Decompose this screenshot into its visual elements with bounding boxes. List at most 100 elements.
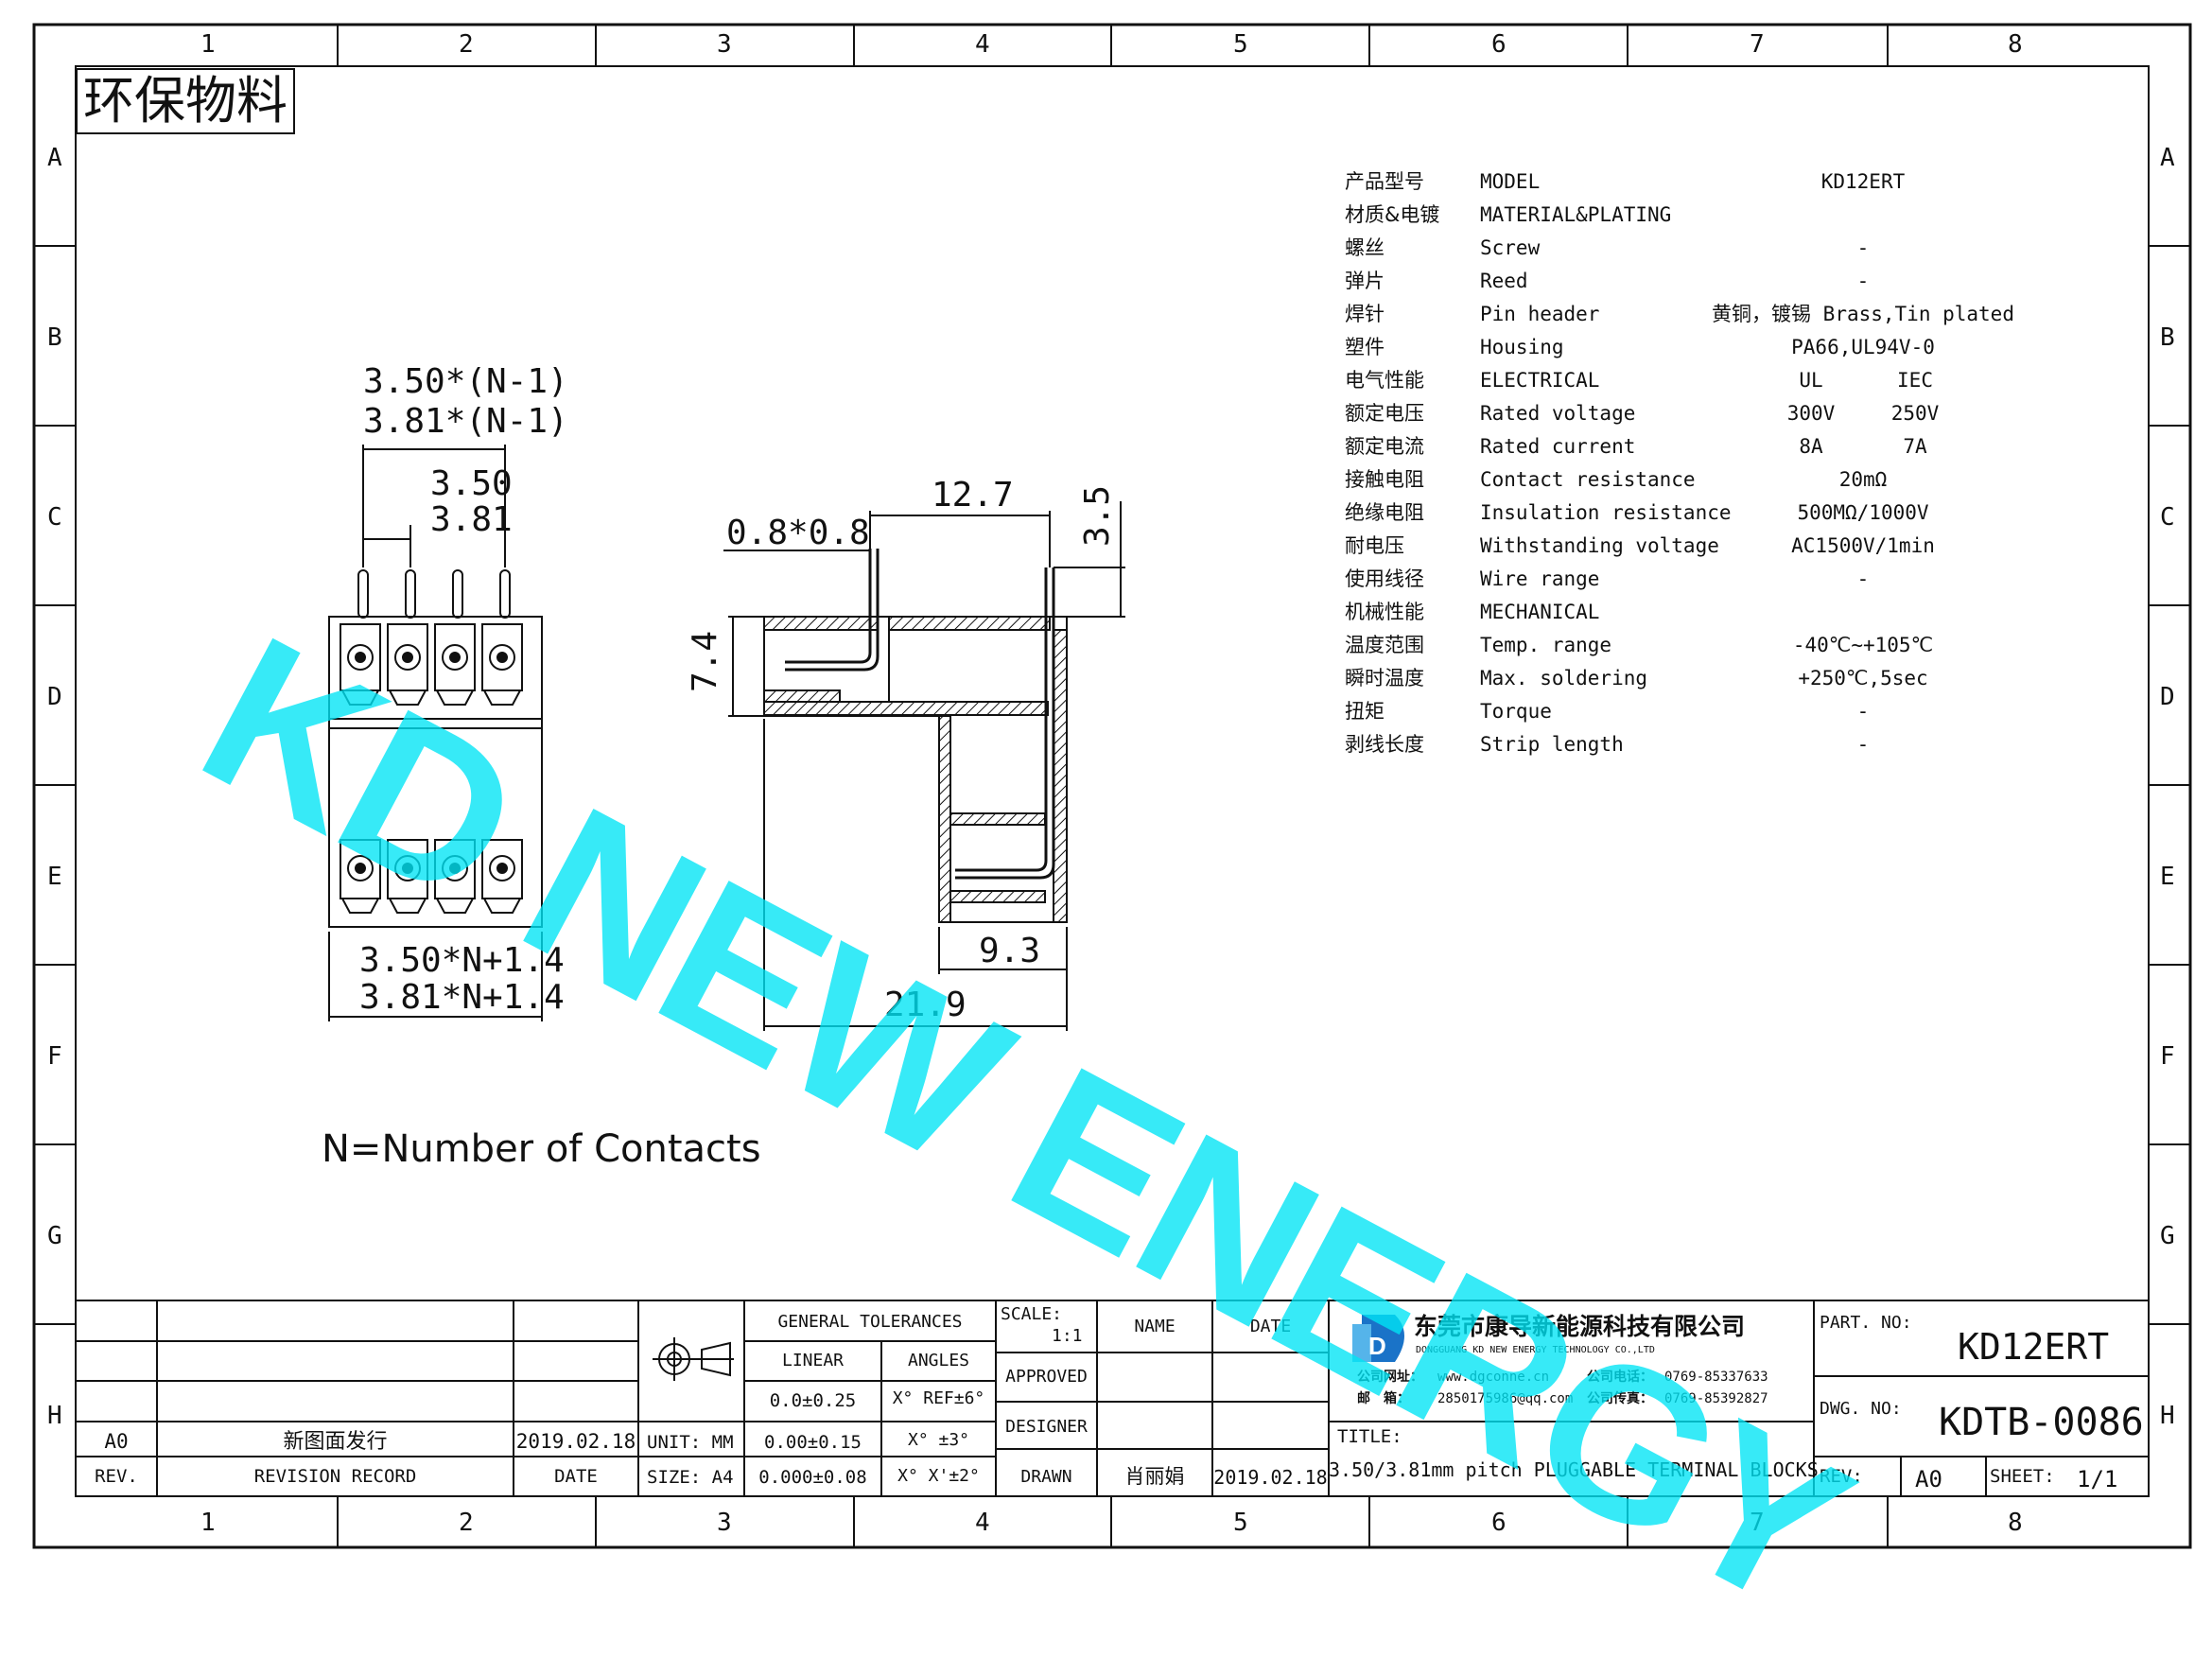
fax: 0769-85392827	[1664, 1391, 1768, 1406]
row-label: E	[47, 863, 62, 891]
title-block-grid	[76, 1300, 2149, 1496]
col-label: 7	[1750, 1509, 1765, 1537]
tel-label: 公司电话：	[1587, 1370, 1653, 1385]
date-header-2: DATE	[1249, 1317, 1292, 1336]
dim-pitch-total-b: 3.81*(N-1)	[363, 402, 568, 441]
spec-value: -	[1856, 567, 1870, 590]
spec-en: Pin header	[1480, 303, 1600, 325]
spec-cn: 机械性能	[1345, 601, 1424, 623]
dim-9-3: 9.3	[979, 932, 1041, 970]
contacts-note: N=Number of Contacts	[322, 1127, 761, 1171]
side-view	[723, 501, 1125, 1031]
spec-cn: 耐电压	[1345, 534, 1404, 557]
rev-code: A0	[104, 1430, 129, 1453]
mail-label: 邮 箱：	[1357, 1391, 1410, 1406]
dim-width-a: 3.50*N+1.4	[359, 941, 565, 980]
col-label: 2	[459, 1509, 474, 1537]
spec-cn: 塑件	[1345, 336, 1385, 358]
rev-value: A0	[1915, 1466, 1942, 1492]
spec-value: +250℃,5sec	[1798, 667, 1928, 689]
row-label: C	[47, 503, 62, 532]
spec-cn: 扭矩	[1345, 700, 1385, 723]
col-label: 6	[1491, 30, 1507, 59]
dwg-no-label: DWG. NO:	[1820, 1399, 1902, 1419]
row-label: A	[2160, 144, 2175, 172]
rev-header: REV.	[95, 1466, 138, 1487]
spec-value: -	[1856, 733, 1870, 756]
col-label: 8	[2008, 30, 2023, 59]
col-label: 1	[200, 1509, 216, 1537]
dim-21-9: 21.9	[884, 986, 967, 1024]
angle-tol-3: X° X'±2°	[897, 1466, 980, 1486]
col-label: 4	[975, 30, 990, 59]
col-label: 5	[1233, 1509, 1248, 1537]
drawn-date: 2019.02.18	[1213, 1466, 1328, 1489]
front-view	[328, 445, 543, 1021]
spec-en: Wire range	[1480, 567, 1600, 590]
spec-en: Temp. range	[1480, 634, 1612, 656]
drawing-title: 3.50/3.81mm pitch PLUGGABLE TERMINAL BLO…	[1329, 1458, 1819, 1481]
dim-pitch-total-a: 3.50*(N-1)	[363, 362, 568, 401]
col-label: 5	[1233, 30, 1248, 59]
eco-material-badge: 环保物料	[76, 68, 295, 134]
spec-cn: 弹片	[1345, 270, 1385, 292]
spec-en: MODEL	[1480, 170, 1541, 193]
spec-cn: 电气性能	[1345, 369, 1424, 392]
dim-12-7: 12.7	[932, 476, 1014, 515]
col-label: 3	[717, 1509, 732, 1537]
angles-header: ANGLES	[907, 1351, 970, 1370]
spec-value-ul: UL	[1799, 369, 1823, 392]
spec-en: Rated current	[1480, 435, 1636, 458]
col-label: 4	[975, 1509, 990, 1537]
spec-en: Strip length	[1480, 733, 1624, 756]
rev-label: REV:	[1820, 1466, 1863, 1487]
date-header: DATE	[554, 1466, 598, 1487]
spec-en: Housing	[1480, 336, 1564, 358]
spec-value: PA66,UL94V-0	[1791, 336, 1935, 358]
spec-en: Insulation resistance	[1480, 501, 1732, 524]
col-label: 2	[459, 30, 474, 59]
dim-3-5: 3.5	[1078, 484, 1117, 547]
spec-value-iec: 7A	[1903, 435, 1927, 458]
sheet-value: 1/1	[2077, 1466, 2118, 1492]
spec-value: -	[1856, 700, 1870, 723]
part-no: KD12ERT	[1958, 1326, 2110, 1368]
company-name-cn: 东莞市康导新能源科技有限公司	[1414, 1313, 1746, 1340]
row-label: D	[47, 683, 62, 711]
spec-en: Rated voltage	[1480, 402, 1636, 425]
spec-cn: 剥线长度	[1345, 733, 1424, 756]
row-label: F	[2160, 1042, 2175, 1071]
dim-pin-size: 0.8*0.8	[726, 514, 870, 552]
title-label: TITLE:	[1337, 1426, 1402, 1447]
rev-date: 2019.02.18	[515, 1430, 636, 1453]
row-label: D	[2160, 683, 2175, 711]
designer-label: DESIGNER	[1005, 1417, 1088, 1437]
spec-en: Torque	[1480, 700, 1552, 723]
spec-value: 黄铜，镀锡 Brass,Tin plated	[1712, 303, 2014, 325]
row-label: F	[47, 1042, 62, 1071]
tel: 0769-85337633	[1664, 1370, 1768, 1385]
fax-label: 公司传真：	[1587, 1391, 1653, 1406]
row-label: B	[47, 323, 62, 352]
angle-tol-1: X° REF±6°	[892, 1388, 985, 1408]
spec-value: KD12ERT	[1820, 170, 1906, 193]
spec-cn: 焊针	[1345, 303, 1385, 325]
spec-en: Withstanding voltage	[1480, 534, 1719, 557]
spec-value-ul: 8A	[1799, 435, 1823, 458]
spec-en: Max. soldering	[1480, 667, 1648, 689]
spec-cn: 额定电压	[1345, 402, 1424, 425]
linear-header: LINEAR	[781, 1351, 845, 1370]
dim-width-b: 3.81*N+1.4	[359, 978, 565, 1017]
spec-en: MECHANICAL	[1480, 601, 1600, 623]
dim-pitch-a: 3.50	[430, 464, 513, 503]
spec-cn: 瞬时温度	[1345, 667, 1424, 689]
row-label: G	[47, 1222, 62, 1250]
spec-value: -	[1856, 270, 1870, 292]
col-label: 3	[717, 30, 732, 59]
col-label: 8	[2008, 1509, 2023, 1537]
row-label: A	[47, 144, 62, 172]
approved-label: APPROVED	[1005, 1367, 1088, 1387]
spec-cn: 温度范围	[1345, 634, 1424, 656]
sheet-label: SHEET:	[1990, 1466, 2055, 1487]
dim-pitch-b: 3.81	[430, 500, 513, 539]
